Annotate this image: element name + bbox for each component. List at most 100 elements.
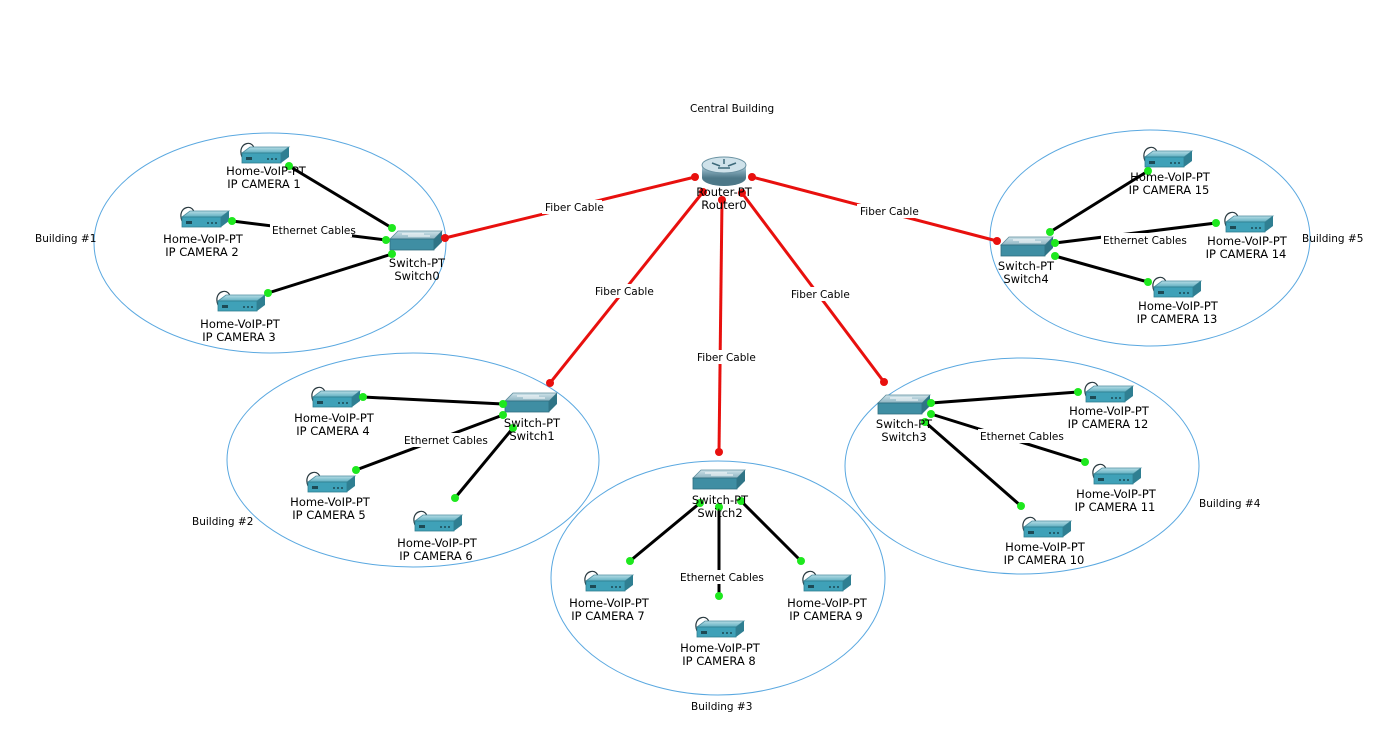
port-dot bbox=[626, 557, 634, 565]
switch1-fiber-port-dot bbox=[546, 379, 554, 387]
router-model-label: Router-PT bbox=[696, 185, 752, 199]
ethernet-link-camera-3[interactable] bbox=[267, 252, 393, 295]
ethernet-label-building-5: Ethernet Cables bbox=[1103, 235, 1187, 247]
switch2-icon[interactable] bbox=[692, 469, 746, 490]
device-labels: Router-PT Router0 Switch-PT Switch0 Swit… bbox=[163, 164, 1288, 668]
camera-10-model-label: Home-VoIP-PT bbox=[1005, 540, 1086, 554]
ethernet-link-camera-9[interactable] bbox=[739, 499, 803, 563]
camera-14-icon[interactable] bbox=[1224, 211, 1275, 233]
building-3-zone[interactable] bbox=[550, 460, 886, 696]
ethernet-link-camera-7[interactable] bbox=[629, 501, 701, 563]
port-dot bbox=[921, 418, 929, 426]
switch1-model-label: Switch-PT bbox=[504, 416, 561, 430]
ethernet-label-building-3: Ethernet Cables bbox=[680, 572, 764, 584]
ethernet-link-camera-6[interactable] bbox=[453, 427, 515, 499]
switch0-name-label: Switch0 bbox=[394, 269, 439, 283]
switch4-model-label: Switch-PT bbox=[998, 259, 1055, 273]
camera-2-icon[interactable] bbox=[180, 206, 231, 228]
ethernet-label-building-4: Ethernet Cables bbox=[980, 431, 1064, 443]
ethernet-link-camera-12[interactable] bbox=[930, 390, 1079, 405]
port-dot bbox=[1017, 502, 1025, 510]
switch0-model-label: Switch-PT bbox=[389, 256, 446, 270]
ethernet-link-camera-4[interactable] bbox=[362, 395, 504, 406]
building-labels: Central Building Building #1 Building #2… bbox=[35, 103, 1363, 713]
port-dot bbox=[1074, 388, 1082, 396]
ethernet-links bbox=[231, 164, 1217, 596]
camera-1-name-label: IP CAMERA 1 bbox=[227, 177, 300, 191]
port-dot bbox=[737, 497, 745, 505]
port-dot bbox=[451, 494, 459, 502]
port-dot bbox=[715, 592, 723, 600]
switch0-icon[interactable] bbox=[389, 230, 443, 251]
camera-8-icon[interactable] bbox=[695, 616, 746, 638]
building-1-zone[interactable] bbox=[93, 132, 447, 354]
switch3-icon[interactable] bbox=[877, 394, 931, 415]
port-dot bbox=[388, 224, 396, 232]
camera-11-model-label: Home-VoIP-PT bbox=[1076, 487, 1157, 501]
ethernet-link-camera-1[interactable] bbox=[288, 164, 393, 230]
camera-9-icon[interactable] bbox=[802, 570, 853, 592]
ethernet-label-building-1: Ethernet Cables bbox=[272, 225, 356, 237]
ethernet-link-camera-13[interactable] bbox=[1054, 254, 1149, 284]
ethernet-link-camera-10[interactable] bbox=[924, 420, 1022, 508]
ethernet-port-dots bbox=[228, 162, 1220, 600]
port-dot bbox=[509, 424, 517, 432]
building-2-label: Building #2 bbox=[192, 516, 253, 528]
building-2-zone[interactable] bbox=[226, 352, 600, 568]
camera-9-name-label: IP CAMERA 9 bbox=[789, 609, 862, 623]
switch3-name-label: Switch3 bbox=[881, 430, 926, 444]
port-dot bbox=[1144, 167, 1152, 175]
camera-10-icon[interactable] bbox=[1022, 516, 1073, 538]
camera-12-name-label: IP CAMERA 12 bbox=[1068, 417, 1149, 431]
camera-5-name-label: IP CAMERA 5 bbox=[292, 508, 365, 522]
ethernet-label-building-2: Ethernet Cables bbox=[404, 435, 488, 447]
camera-13-icon[interactable] bbox=[1152, 276, 1203, 298]
fiber-label-switch1: Fiber Cable bbox=[595, 286, 654, 298]
switch4-icon[interactable] bbox=[1000, 236, 1054, 257]
port-dot bbox=[715, 503, 723, 511]
router-port-dot bbox=[691, 173, 699, 181]
building-3-label: Building #3 bbox=[691, 701, 752, 713]
camera-3-name-label: IP CAMERA 3 bbox=[202, 330, 275, 344]
camera-8-model-label: Home-VoIP-PT bbox=[680, 641, 761, 655]
camera-3-icon[interactable] bbox=[216, 290, 267, 312]
router-port-dot bbox=[699, 188, 707, 196]
building-4-zone[interactable] bbox=[844, 357, 1200, 575]
switch1-icon[interactable] bbox=[504, 392, 558, 413]
camera-3-model-label: Home-VoIP-PT bbox=[200, 317, 281, 331]
camera-7-icon[interactable] bbox=[584, 570, 635, 592]
port-dot bbox=[1051, 239, 1059, 247]
router-port-dot bbox=[748, 173, 756, 181]
fiber-link-switch2[interactable] bbox=[717, 199, 724, 453]
building-5-label: Building #5 bbox=[1302, 233, 1363, 245]
camera-15-model-label: Home-VoIP-PT bbox=[1130, 170, 1211, 184]
camera-12-icon[interactable] bbox=[1084, 381, 1135, 403]
camera-11-icon[interactable] bbox=[1092, 463, 1143, 485]
building-4-label: Building #4 bbox=[1199, 498, 1261, 510]
camera-4-icon[interactable] bbox=[311, 386, 362, 408]
port-dot bbox=[228, 217, 236, 225]
port-dot bbox=[1212, 219, 1220, 227]
camera-13-name-label: IP CAMERA 13 bbox=[1137, 312, 1218, 326]
camera-8-name-label: IP CAMERA 8 bbox=[682, 654, 755, 668]
port-dot bbox=[1051, 252, 1059, 260]
router-icon[interactable] bbox=[701, 156, 747, 186]
ethernet-link-camera-15[interactable] bbox=[1049, 169, 1149, 234]
router-port-dot bbox=[718, 196, 726, 204]
fiber-label-switch0: Fiber Cable bbox=[545, 202, 604, 214]
building-1-label: Building #1 bbox=[35, 233, 96, 245]
switch3-fiber-port-dot bbox=[880, 378, 888, 386]
switch2-model-label: Switch-PT bbox=[692, 493, 749, 507]
camera-6-icon[interactable] bbox=[413, 510, 464, 532]
camera-1-icon[interactable] bbox=[240, 142, 291, 164]
camera-2-model-label: Home-VoIP-PT bbox=[163, 232, 244, 246]
port-dot bbox=[359, 393, 367, 401]
camera-15-icon[interactable] bbox=[1143, 146, 1194, 168]
camera-5-icon[interactable] bbox=[306, 471, 357, 493]
port-dot bbox=[1144, 278, 1152, 286]
port-dot bbox=[927, 410, 935, 418]
camera-14-name-label: IP CAMERA 14 bbox=[1206, 247, 1287, 261]
switch4-name-label: Switch4 bbox=[1003, 272, 1048, 286]
port-dot bbox=[696, 499, 704, 507]
switch2-fiber-port-dot bbox=[715, 448, 723, 456]
